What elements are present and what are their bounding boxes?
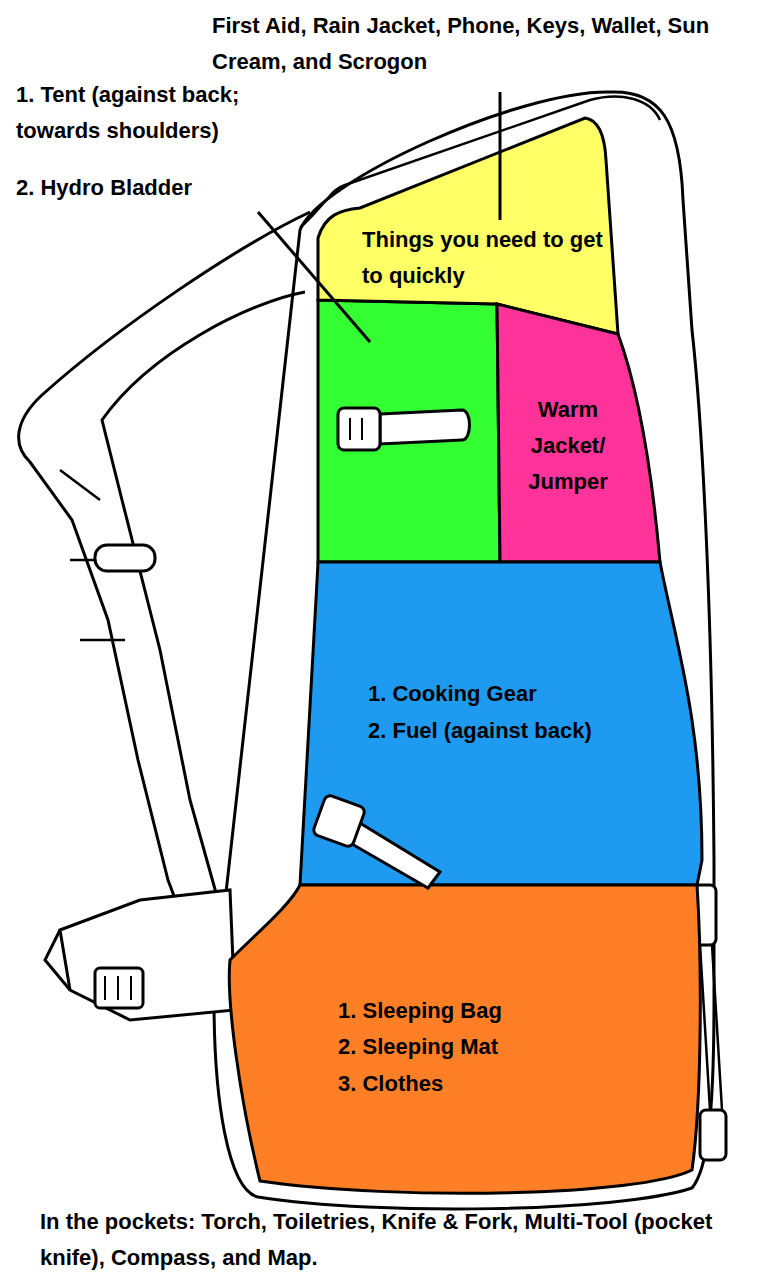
tent-bladder-zone [318,300,500,562]
sternum-buckle [95,545,155,571]
hip-belt-end [45,930,70,990]
caption: In the pockets: Torch, Toiletries, Knife… [40,1204,755,1276]
callout-label: First Aid, Rain Jacket, Phone, Keys, Wal… [212,8,764,80]
compression-strap [380,410,470,444]
hip-belt [60,890,235,1020]
warm-layer-zone: Warm Jacket/ Jumper [490,300,670,570]
side-buckle [700,1110,726,1160]
compression-strap [345,820,440,888]
sleeping-zone: 1. Sleeping Bag2. Sleeping Mat3. Clothes [220,880,705,1205]
leader-line [258,212,370,342]
cooking-zone: 1. Cooking Gear2. Fuel (against back) [295,555,710,890]
zone-shape [300,80,630,350]
zone-text: 1. Cooking Gear [368,676,698,712]
zone-text: 2. Sleeping Mat [338,1029,678,1065]
zone-fill [229,885,700,1193]
hip-buckle [95,968,143,1008]
zone-fill [300,562,702,885]
buckle-slots [105,976,131,1000]
zone-fill [318,118,618,334]
callout-label: 1. Tent (against back; towards shoulders… [16,77,316,149]
zone-fill [497,304,660,562]
compression-buckle [338,408,380,450]
zone-text: 1. Sleeping Bag [338,993,678,1029]
buckle-slots [350,418,362,440]
zone-text: Things you need to get to quickly [362,222,614,294]
zone-text: 3. Clothes [338,1066,678,1102]
callout-label: 2. Hydro Bladder [16,170,316,206]
pack-body [214,92,714,1209]
side-strap [700,945,722,1110]
shoulder-strap-inner [102,292,305,900]
zone-text: Warm Jacket/ Jumper [507,392,629,500]
quick-access-zone: Things you need to get to quickly [300,80,630,350]
shoulder-strap [19,212,310,965]
compression-buckle [312,794,366,848]
leader-line [499,92,502,220]
zone-text: 2. Fuel (against back) [368,713,698,749]
